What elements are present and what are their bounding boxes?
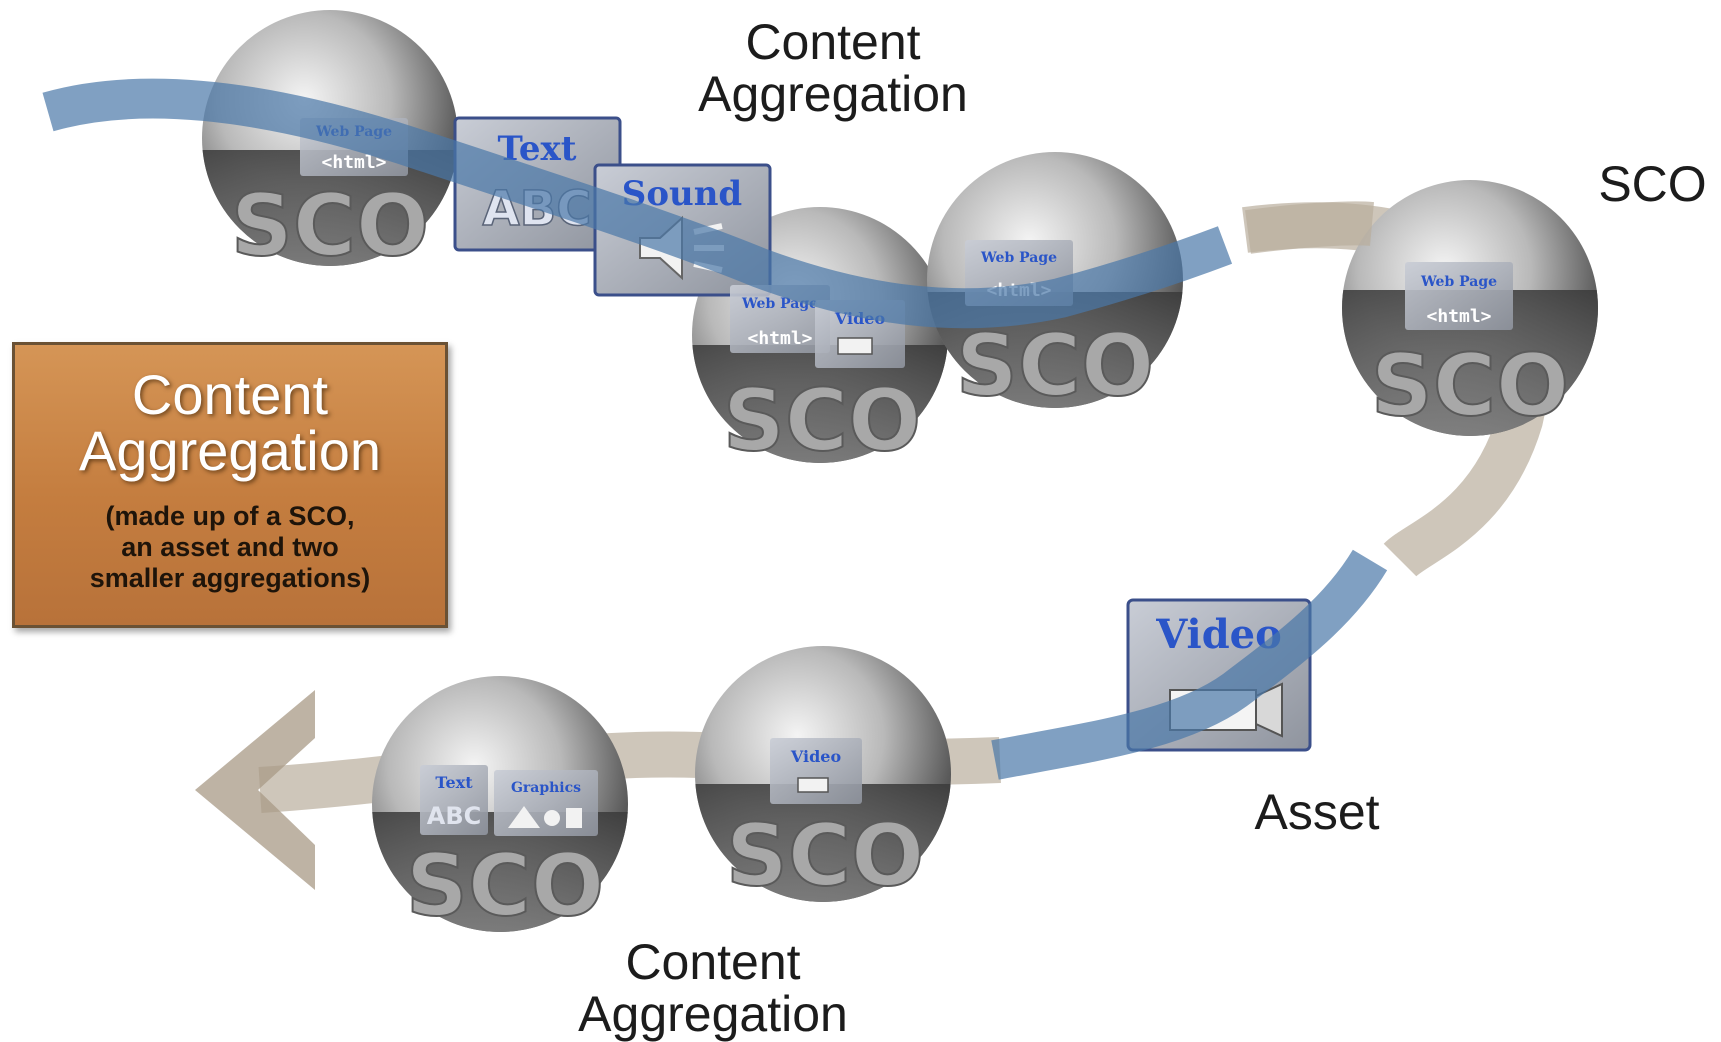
video-tag-small-2: Video (770, 738, 862, 804)
camera-icon (837, 337, 873, 355)
shapes-icon (508, 806, 582, 828)
svg-text:Video: Video (790, 747, 842, 766)
label-top-aggregation: Content Aggregation (698, 14, 968, 122)
blue-ribbon (42, 78, 1233, 329)
svg-text:ABC: ABC (427, 802, 481, 830)
tan-ribbon-segment (1245, 201, 1374, 254)
label-sco: SCO (1598, 156, 1707, 212)
svg-text:<html>: <html> (321, 152, 386, 173)
camera-icon (797, 777, 829, 793)
label-asset: Asset (1254, 784, 1380, 840)
sco-mark: SCO (1371, 336, 1569, 436)
graphics-tag: Graphics (494, 770, 598, 836)
box-title: Content Aggregation (78, 363, 381, 482)
content-aggregation-box: Content Aggregation (made up of a SCO, a… (12, 342, 448, 628)
box-note: (made up of a SCO, an asset and two smal… (89, 501, 371, 593)
sco-mark: SCO (231, 176, 429, 276)
svg-text:Web Page: Web Page (980, 250, 1057, 266)
text-tag-small: Text ABC (420, 765, 488, 835)
blue-ribbon-lower (991, 549, 1388, 780)
sco-mark: SCO (726, 806, 924, 906)
svg-text:Graphics: Graphics (511, 780, 581, 796)
arrow-left-icon (195, 690, 315, 890)
sco-mark: SCO (406, 836, 604, 936)
web-page-tag-4: Web Page <html> (1405, 262, 1513, 330)
svg-text:Text: Text (435, 773, 473, 792)
sco-mark: SCO (956, 316, 1154, 416)
svg-text:<html>: <html> (747, 328, 812, 349)
label-bottom-aggregation: Content Aggregation (578, 934, 848, 1042)
svg-text:<html>: <html> (1426, 306, 1491, 327)
sco-mark: SCO (723, 371, 921, 471)
svg-text:Web Page: Web Page (1420, 274, 1497, 290)
